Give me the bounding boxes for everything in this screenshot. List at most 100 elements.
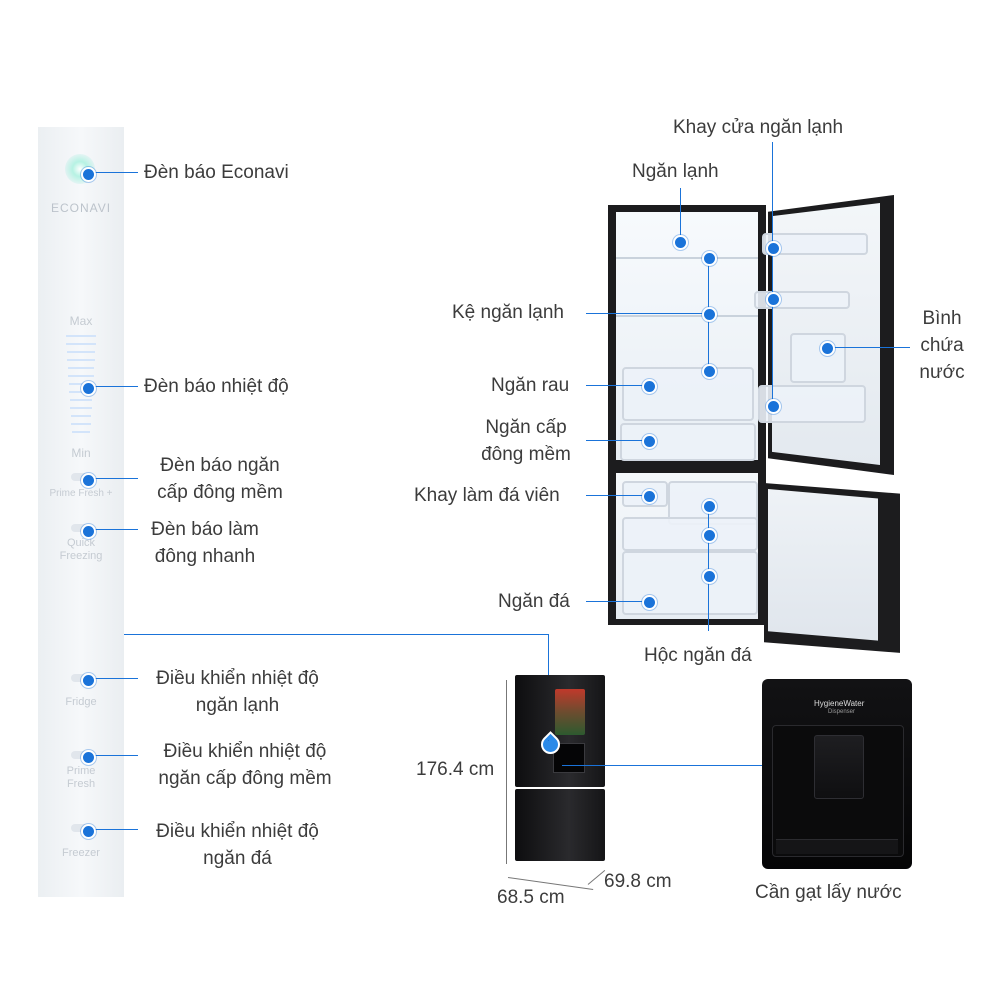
label-line: chứa bbox=[920, 335, 964, 356]
callout-line bbox=[86, 386, 138, 387]
callout-dot bbox=[702, 364, 717, 379]
callout-line bbox=[548, 740, 549, 741]
label-soft-freeze: Ngăn cấp đông mềm bbox=[466, 414, 586, 468]
callout-line bbox=[86, 529, 138, 530]
label-freezer-drawers: Hộc ngăn đá bbox=[644, 645, 752, 666]
temp-level-bar bbox=[70, 399, 92, 401]
open-fridge-image bbox=[608, 195, 900, 660]
temp-level-bar bbox=[71, 423, 91, 425]
control-panel: ECONAVI Max Min Prime Fresh + Quick Free… bbox=[38, 127, 124, 897]
temp-level-bar bbox=[67, 351, 95, 353]
label-width: 68.5 cm bbox=[497, 887, 565, 908]
label-line: Điều khiển nhiệt độ bbox=[156, 821, 319, 842]
temp-level-bar bbox=[72, 431, 90, 433]
prime-fresh-plus-button[interactable]: Prime Fresh + bbox=[49, 488, 113, 499]
prime-fresh-button-line1[interactable]: Prime bbox=[66, 765, 96, 777]
min-label: Min bbox=[71, 446, 91, 460]
callout-dot bbox=[702, 528, 717, 543]
panel-connector-line bbox=[124, 634, 549, 635]
max-label: Max bbox=[69, 314, 93, 328]
callout-line bbox=[86, 829, 138, 830]
height-dimension-line bbox=[506, 680, 507, 864]
label-line: nước bbox=[919, 362, 965, 383]
temp-level-bar bbox=[68, 375, 94, 377]
callout-dot bbox=[673, 235, 688, 250]
water-dispenser-closeup: HygieneWater Dispenser bbox=[762, 679, 912, 869]
water-tank bbox=[790, 333, 846, 383]
label-line: đông mềm bbox=[481, 444, 571, 465]
closed-fridge-image bbox=[515, 675, 605, 865]
callout-line bbox=[86, 755, 138, 756]
shelf bbox=[616, 315, 758, 317]
label-prime-fresh-indicator: Đèn báo ngăn cấp đông mềm bbox=[140, 452, 300, 506]
callout-line bbox=[586, 440, 648, 441]
callout-dot bbox=[81, 750, 96, 765]
label-vegetable-drawer: Ngăn rau bbox=[491, 375, 570, 396]
drip-tray bbox=[776, 839, 898, 854]
label-fridge-control: Điều khiển nhiệt độ ngăn lạnh bbox=[140, 665, 335, 719]
freezer-button[interactable]: Freezer bbox=[62, 847, 100, 859]
callout-line bbox=[826, 347, 910, 348]
label-water-lever: Cần gạt lấy nước bbox=[755, 882, 902, 903]
dispenser-connector-line bbox=[562, 765, 764, 766]
label-temp-indicator: Đèn báo nhiệt độ bbox=[144, 376, 289, 397]
label-freezer-compartment: Ngăn đá bbox=[498, 591, 570, 612]
callout-dot bbox=[766, 399, 781, 414]
label-freezer-control: Điều khiển nhiệt độ ngăn đá bbox=[140, 818, 335, 872]
label-depth: 69.8 cm bbox=[604, 871, 672, 892]
callout-line bbox=[86, 678, 138, 679]
water-lever bbox=[814, 735, 864, 799]
temp-level-bar bbox=[68, 367, 94, 369]
callout-line bbox=[586, 601, 648, 602]
temp-level-bar bbox=[67, 359, 95, 361]
temp-level-bar bbox=[70, 407, 92, 409]
label-line: ngăn đá bbox=[203, 848, 272, 869]
label-line: đông nhanh bbox=[154, 546, 256, 567]
closed-fridge-lower bbox=[515, 789, 605, 861]
label-line: Bình bbox=[922, 308, 962, 329]
display-screen bbox=[555, 689, 585, 735]
label-water-tank: Bình chứa nước bbox=[910, 305, 974, 386]
label-prime-fresh-control: Điều khiển nhiệt độ ngăn cấp đông mềm bbox=[140, 738, 350, 792]
temp-level-bar bbox=[71, 415, 91, 417]
dispenser-brand: HygieneWater bbox=[814, 699, 865, 708]
callout-dot bbox=[702, 499, 717, 514]
callout-dot bbox=[81, 473, 96, 488]
callout-dot bbox=[702, 569, 717, 584]
callout-line bbox=[86, 172, 138, 173]
callout-line bbox=[586, 385, 648, 386]
callout-line bbox=[586, 313, 708, 314]
label-line: Đèn báo làm bbox=[151, 519, 259, 540]
callout-dot bbox=[766, 292, 781, 307]
econavi-text: ECONAVI bbox=[50, 201, 112, 215]
temp-level-bar bbox=[66, 343, 96, 345]
label-line: Đèn báo ngăn bbox=[160, 455, 280, 476]
label-quick-freeze-indicator: Đèn báo làm đông nhanh bbox=[130, 516, 280, 570]
depth-dimension-line bbox=[587, 869, 606, 885]
callout-line bbox=[86, 478, 138, 479]
callout-dot bbox=[81, 167, 96, 182]
callout-dot bbox=[642, 489, 657, 504]
label-line: ngăn lạnh bbox=[195, 695, 280, 716]
prime-fresh-button-line2[interactable]: Fresh bbox=[66, 778, 96, 790]
quick-freezing-button-line1[interactable]: Quick bbox=[66, 537, 96, 549]
callout-dot bbox=[702, 307, 717, 322]
callout-dot bbox=[642, 434, 657, 449]
label-door-tray: Khay cửa ngăn lạnh bbox=[673, 117, 844, 138]
callout-line bbox=[586, 495, 648, 496]
fridge-button[interactable]: Fridge bbox=[65, 696, 97, 708]
door-tray bbox=[762, 233, 868, 255]
quick-freezing-button-line2[interactable]: Freezing bbox=[59, 550, 103, 562]
callout-dot bbox=[642, 595, 657, 610]
shelf bbox=[616, 257, 758, 259]
callout-line bbox=[708, 505, 709, 631]
callout-dot bbox=[81, 381, 96, 396]
panel-connector-line bbox=[548, 634, 549, 678]
dispenser-sub: Dispenser bbox=[828, 709, 856, 715]
label-line: ngăn cấp đông mềm bbox=[158, 768, 332, 789]
label-ice-tray: Khay làm đá viên bbox=[414, 485, 560, 506]
callout-line bbox=[680, 188, 681, 242]
temp-level-bar bbox=[66, 335, 96, 337]
label-height: 176.4 cm bbox=[416, 759, 495, 780]
vegetable-drawer bbox=[622, 367, 754, 421]
